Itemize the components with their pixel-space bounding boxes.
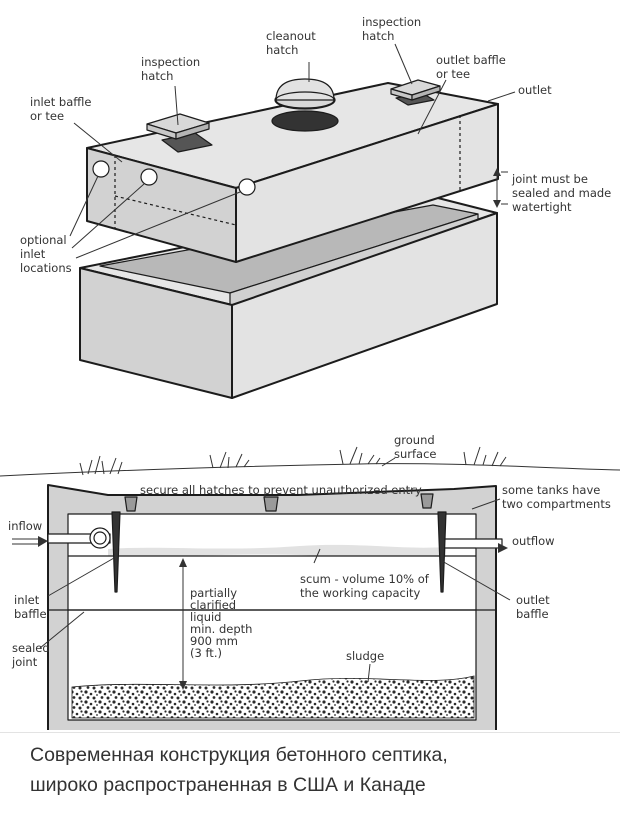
label-cleanout-hatch: cleanout hatch [266,29,319,57]
optional-inlet-hole [238,178,256,196]
tank-lid [86,82,499,263]
sludge-layer [71,675,475,719]
label-outflow: outflow [512,534,555,548]
label-joint-note: joint must be sealed and made watertight [511,172,615,214]
label-compartments: some tanks have two compartments [502,483,611,511]
label-inspection-hatch-right: inspection hatch [362,15,425,43]
optional-inlet-hole [140,168,158,186]
base-right-face [231,212,498,399]
label-outlet: outlet [518,83,552,97]
tank-section [47,484,503,730]
label-outlet-baffle: outlet baffle or tee [436,53,509,81]
caption-line-1: Современная конструкция бетонного септик… [30,744,448,766]
section-leader-lines [39,457,511,683]
label-inflow: inflow [8,519,42,533]
label-inlet-baffle-section: inlet baffle [14,593,47,621]
figure-caption: Современная конструкция бетонного септик… [30,740,610,800]
top-leader-lines [69,43,516,259]
cleanout-hatch-shape [271,78,339,132]
label-inspection-hatch-left: inspection hatch [141,55,204,83]
hatch-left [124,496,138,512]
hatch-middle [263,496,279,512]
hatch-right [420,493,434,509]
label-sealed-joint: sealed joint [11,641,53,669]
inspection-hatch-right-shape [390,79,441,106]
tank-base [79,196,498,399]
label-scum: scum - volume 10% of the working capacit… [300,572,432,600]
joint-arrow [493,168,508,208]
scum-layer [108,544,446,557]
outlet-pipe [439,538,503,549]
caption-divider [0,732,620,733]
optional-inlet-hole [92,160,110,178]
caption-line-2: широко распространенная в США и Канаде [30,774,426,796]
lid-right-face [235,103,499,263]
label-sludge: sludge [346,649,384,663]
label-secure-hatches: secure all hatches to prevent unauthoriz… [140,483,422,497]
septic-tank-diagram: inlet baffle or tee inspection hatch cle… [0,15,620,730]
outlet-baffle-shape [437,511,447,593]
label-optional-inlet: optional inlet locations [20,233,72,275]
label-inlet-baffle: inlet baffle or tee [30,95,95,123]
label-outlet-baffle-section: outlet baffle [516,593,553,621]
ground [0,446,620,477]
label-ground-surface: ground surface [394,433,438,461]
label-liquid: partially clarified liquid min. depth 90… [190,586,256,660]
inlet-baffle-shape [111,511,121,593]
flow-arrows [12,536,508,553]
